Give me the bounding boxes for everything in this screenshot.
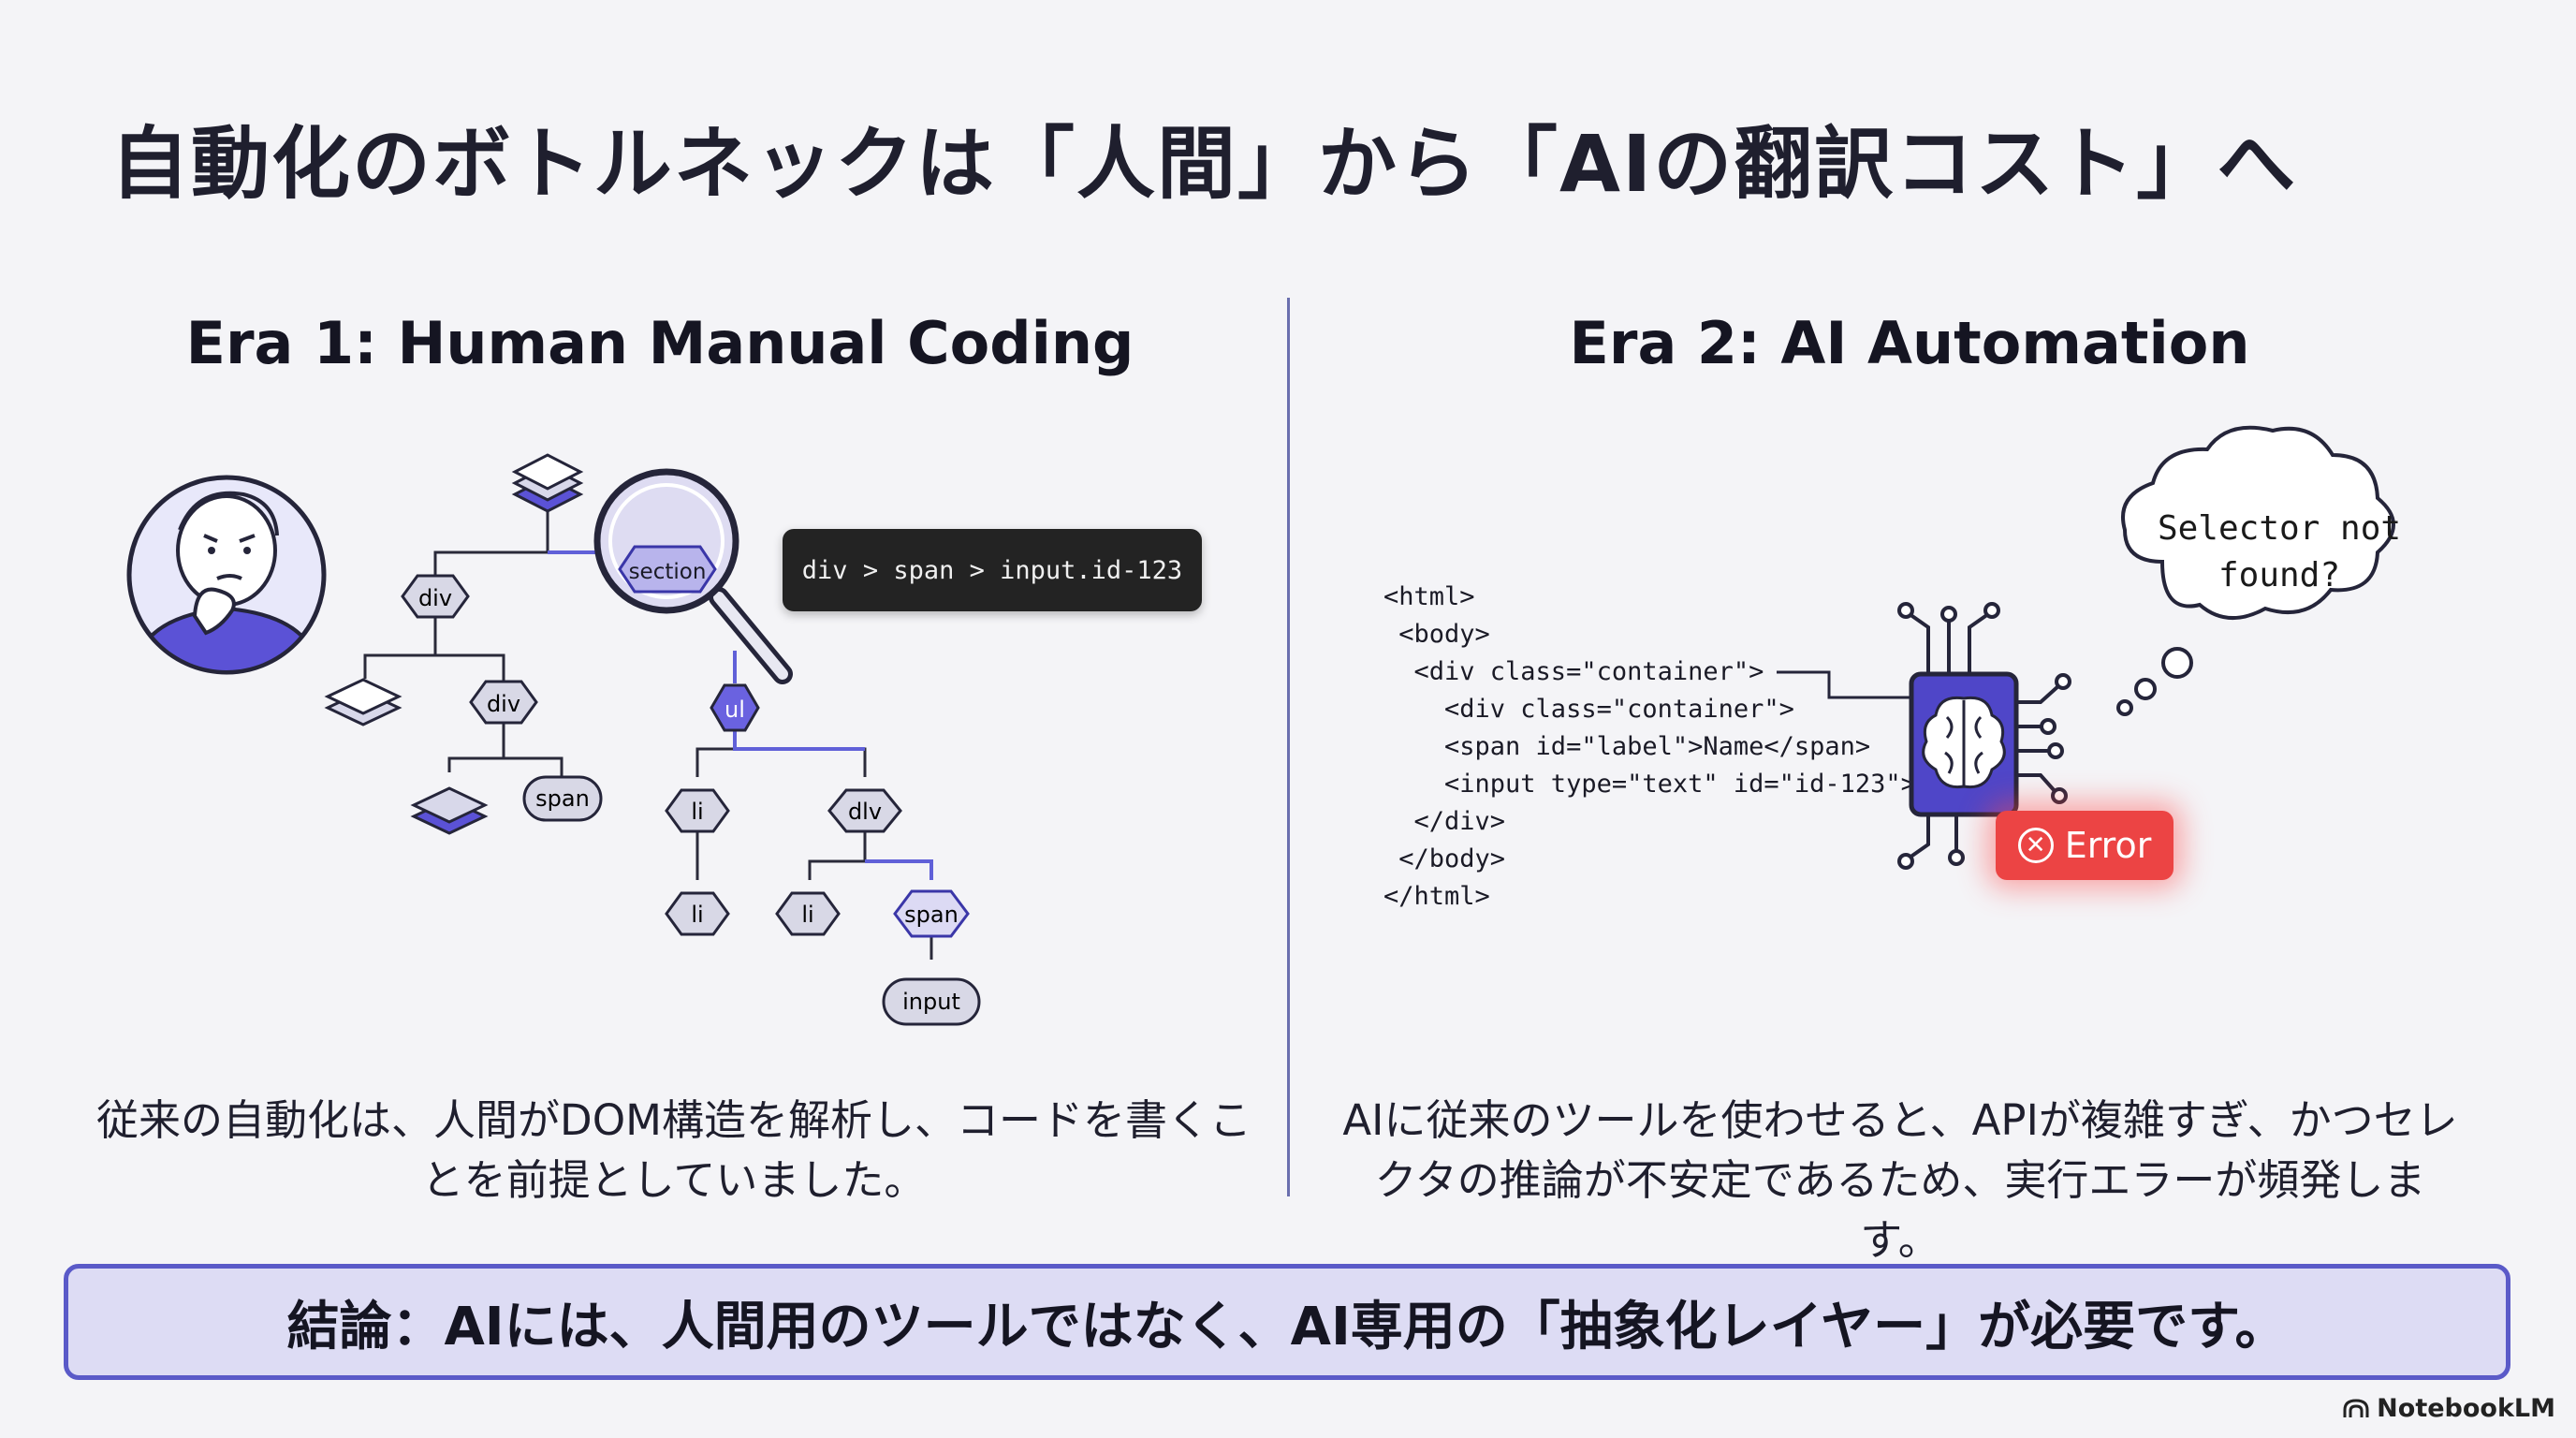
brand-label: NotebookLM bbox=[2377, 1394, 2555, 1423]
slide-title: 自動化のボトルネックは「人間」から「AIの翻訳コスト」へ bbox=[110, 118, 2298, 210]
era1-illustration: div div span ul li dlv li li span input bbox=[126, 453, 981, 1026]
tree-node: li bbox=[775, 891, 841, 936]
brain-chip-icon bbox=[1897, 602, 2071, 870]
tree-node: div bbox=[469, 680, 538, 725]
html-code-block: <html> <body> <div class="container"> <d… bbox=[1383, 579, 1916, 916]
magnifier-icon: section bbox=[593, 468, 793, 684]
code-line: <input type="text" id="id-123"> bbox=[1383, 770, 1916, 799]
svg-text:section: section bbox=[629, 560, 707, 584]
tree-node: li bbox=[665, 891, 730, 936]
svg-text:span: span bbox=[904, 902, 959, 928]
code-line: </body> bbox=[1383, 844, 1506, 873]
svg-text:span: span bbox=[535, 785, 590, 812]
error-icon: ✕ bbox=[2017, 828, 2054, 863]
tree-node: div bbox=[401, 574, 470, 619]
layers-icon bbox=[324, 678, 402, 726]
code-line: <div class="container"> bbox=[1383, 695, 1794, 724]
thought-bubble-icon bbox=[2116, 425, 2395, 716]
code-line: <html> bbox=[1383, 582, 1475, 611]
svg-text:input: input bbox=[902, 989, 960, 1015]
thought-text: Selector not found? bbox=[2157, 509, 2402, 594]
era1-heading: Era 1: Human Manual Coding bbox=[185, 309, 1134, 377]
code-line: </html> bbox=[1383, 882, 1490, 911]
tree-node: span bbox=[893, 889, 970, 938]
svg-text:div: div bbox=[487, 691, 520, 717]
code-line: <body> bbox=[1383, 620, 1490, 649]
person-thinking-icon bbox=[126, 475, 327, 675]
tree-node: dlv bbox=[827, 788, 902, 833]
code-line: <span id="label">Name</span> bbox=[1383, 732, 1871, 761]
notebooklm-logo-icon bbox=[2343, 1398, 2369, 1417]
conclusion-banner: 結論：AIには、人間用のツールではなく、AI専用の「抽象化レイヤー」が必要です。 bbox=[64, 1264, 2510, 1380]
error-label: Error bbox=[2064, 825, 2152, 866]
tree-node: input bbox=[882, 977, 981, 1026]
tree-node: ul bbox=[710, 683, 760, 732]
era1-description: 従来の自動化は、人間がDOM構造を解析し、コードを書くことを前提としていました。 bbox=[96, 1095, 1251, 1205]
era2-heading: Era 2: AI Automation bbox=[1569, 309, 2250, 377]
code-line: </div> bbox=[1383, 807, 1506, 836]
conclusion-text: 結論：AIには、人間用のツールではなく、AI専用の「抽象化レイヤー」が必要です。 bbox=[286, 1296, 2288, 1357]
svg-text:li: li bbox=[691, 902, 703, 928]
tree-node: li bbox=[665, 788, 730, 833]
column-divider bbox=[1287, 298, 1290, 1196]
svg-text:div: div bbox=[418, 585, 452, 611]
svg-text:ul: ul bbox=[724, 697, 745, 723]
svg-text:dlv: dlv bbox=[848, 799, 882, 825]
code-line: <div class="container"> bbox=[1383, 657, 1764, 686]
svg-text:li: li bbox=[691, 799, 703, 825]
tree-node: span bbox=[522, 775, 603, 822]
era2-description: AIに従来のツールを使わせると、APIが複雑すぎ、かつセレクタの推論が不安定であ… bbox=[1342, 1095, 2458, 1265]
selector-chip: div > span > input.id-123 bbox=[783, 529, 1202, 611]
svg-text:li: li bbox=[801, 902, 813, 928]
layers-icon bbox=[511, 453, 584, 513]
era2-illustration bbox=[1777, 425, 2395, 870]
brand-mark: NotebookLM bbox=[2343, 1394, 2555, 1423]
error-badge: ✕ Error bbox=[1996, 811, 2174, 880]
layers-icon bbox=[410, 786, 489, 835]
